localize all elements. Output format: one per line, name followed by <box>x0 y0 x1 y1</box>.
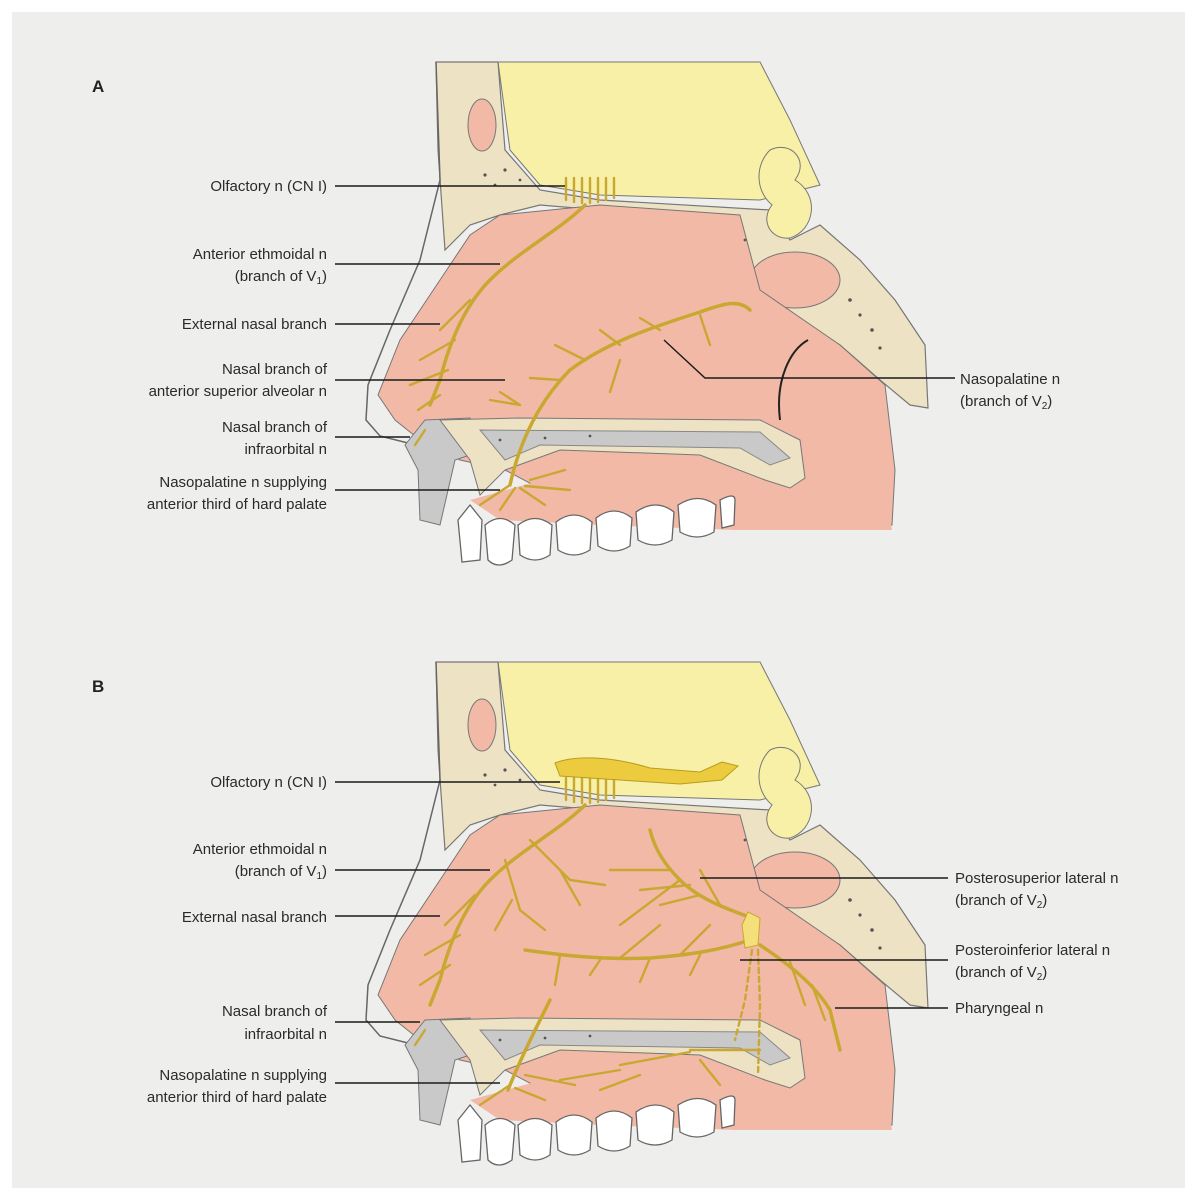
leader-a-nasopalatine <box>663 339 955 379</box>
label-a-nasal-infra-1: Nasal branch of <box>222 419 328 436</box>
panel-b: B <box>92 660 1118 1167</box>
label-b-nasal-infra-1: Nasal branch of <box>222 1003 328 1020</box>
label-b-postsup-2: (branch of V2) <box>955 892 1047 911</box>
label-b-ant-ethmoidal-2: (branch of V1) <box>235 863 327 882</box>
panel-a: A Olfactory n (CN I) A <box>92 60 1060 567</box>
label-a-nasopal-hp-2: anterior third of hard palate <box>147 496 327 513</box>
label-a-nasopal-hp-1: Nasopalatine n supplying <box>159 474 327 491</box>
label-b-postinf-1: Posteroinferior lateral n <box>955 942 1110 959</box>
label-a-nasal-asa-1: Nasal branch of <box>222 361 328 378</box>
label-a-ant-ethmoidal-1: Anterior ethmoidal n <box>193 246 327 263</box>
label-b-ant-ethmoidal-1: Anterior ethmoidal n <box>193 841 327 858</box>
label-b-postsup-1: Posterosuperior lateral n <box>955 870 1118 887</box>
panel-a-nerves <box>408 203 809 512</box>
label-a-nasal-infra-2: infraorbital n <box>244 441 327 458</box>
label-a-external-nasal: External nasal branch <box>182 316 327 333</box>
label-b-external-nasal: External nasal branch <box>182 909 327 926</box>
label-b-nasopal-hp-2: anterior third of hard palate <box>147 1089 327 1106</box>
label-a-olfactory: Olfactory n (CN I) <box>210 178 327 195</box>
label-a-nasopal-1: Nasopalatine n <box>960 371 1060 388</box>
label-b-olfactory: Olfactory n (CN I) <box>210 774 327 791</box>
label-b-postinf-2: (branch of V2) <box>955 964 1047 983</box>
panel-b-letter: B <box>92 677 104 696</box>
panel-b-head-section <box>364 660 930 1167</box>
panel-a-letter: A <box>92 77 104 96</box>
label-b-nasal-infra-2: infraorbital n <box>244 1026 327 1043</box>
label-b-nasopal-hp-1: Nasopalatine n supplying <box>159 1067 327 1084</box>
panel-b-nerves <box>413 803 842 1107</box>
label-a-nasal-asa-2: anterior superior alveolar n <box>149 383 327 400</box>
label-a-ant-ethmoidal-2: (branch of V1) <box>235 268 327 287</box>
olfactory-bulb-shape <box>554 757 740 785</box>
label-b-pharyngeal: Pharyngeal n <box>955 1000 1043 1017</box>
label-a-nasopal-2: (branch of V2) <box>960 393 1052 412</box>
